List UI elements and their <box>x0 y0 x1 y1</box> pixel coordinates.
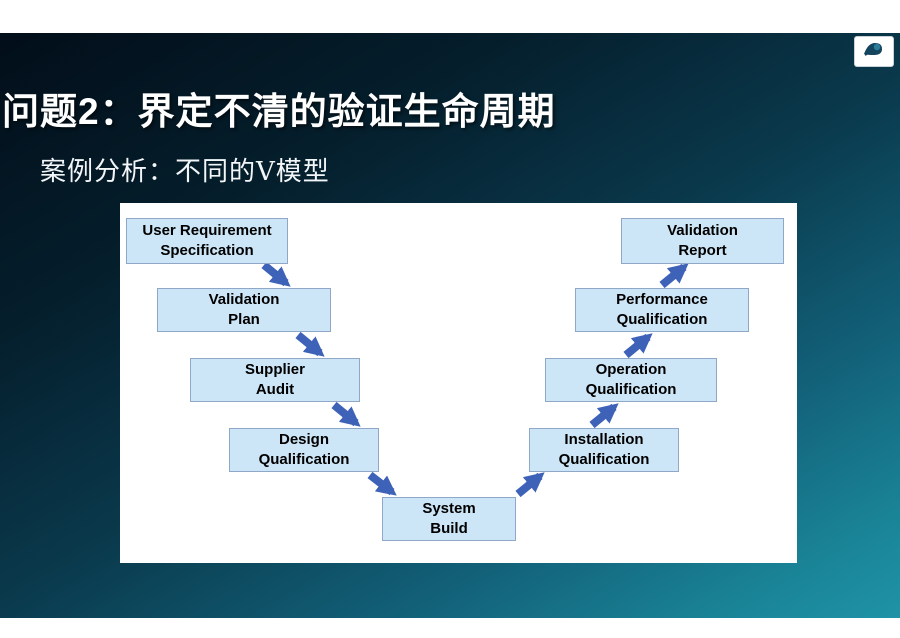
arrow-sa-to-dq <box>331 401 361 427</box>
box-performance-qualification: Performance Qualification <box>575 288 749 332</box>
vmodel-arrows <box>261 261 689 498</box>
arrow-sb-to-iq <box>515 472 545 498</box>
box-design-qualification: Design Qualification <box>229 428 379 472</box>
box-supplier-audit: Supplier Audit <box>190 358 360 402</box>
arrow-pq-to-vr <box>659 263 689 289</box>
box-user-requirement-specification: User Requirement Specification <box>126 218 288 264</box>
slide-title: 问题2：界定不清的验证生命周期 <box>2 91 556 132</box>
arrow-vp-to-sa <box>295 331 325 357</box>
slide-background: 问题2：界定不清的验证生命周期 案例分析：不同的V模型 User Require… <box>0 33 900 618</box>
slide-subtitle: 案例分析：不同的V模型 <box>40 157 330 187</box>
box-validation-report: Validation Report <box>621 218 784 264</box>
box-operation-qualification: Operation Qualification <box>545 358 717 402</box>
vmodel-panel: User Requirement Specification Validatio… <box>120 203 797 563</box>
arrow-urs-to-vp <box>261 261 291 287</box>
box-installation-qualification: Installation Qualification <box>529 428 679 472</box>
arrow-iq-to-oq <box>589 403 619 429</box>
globe-hand-logo-icon <box>861 39 887 64</box>
arrow-oq-to-pq <box>623 333 653 359</box>
logo <box>854 36 894 67</box>
arrow-dq-to-sb <box>367 471 397 496</box>
box-validation-plan: Validation Plan <box>157 288 331 332</box>
box-system-build: System Build <box>382 497 516 541</box>
